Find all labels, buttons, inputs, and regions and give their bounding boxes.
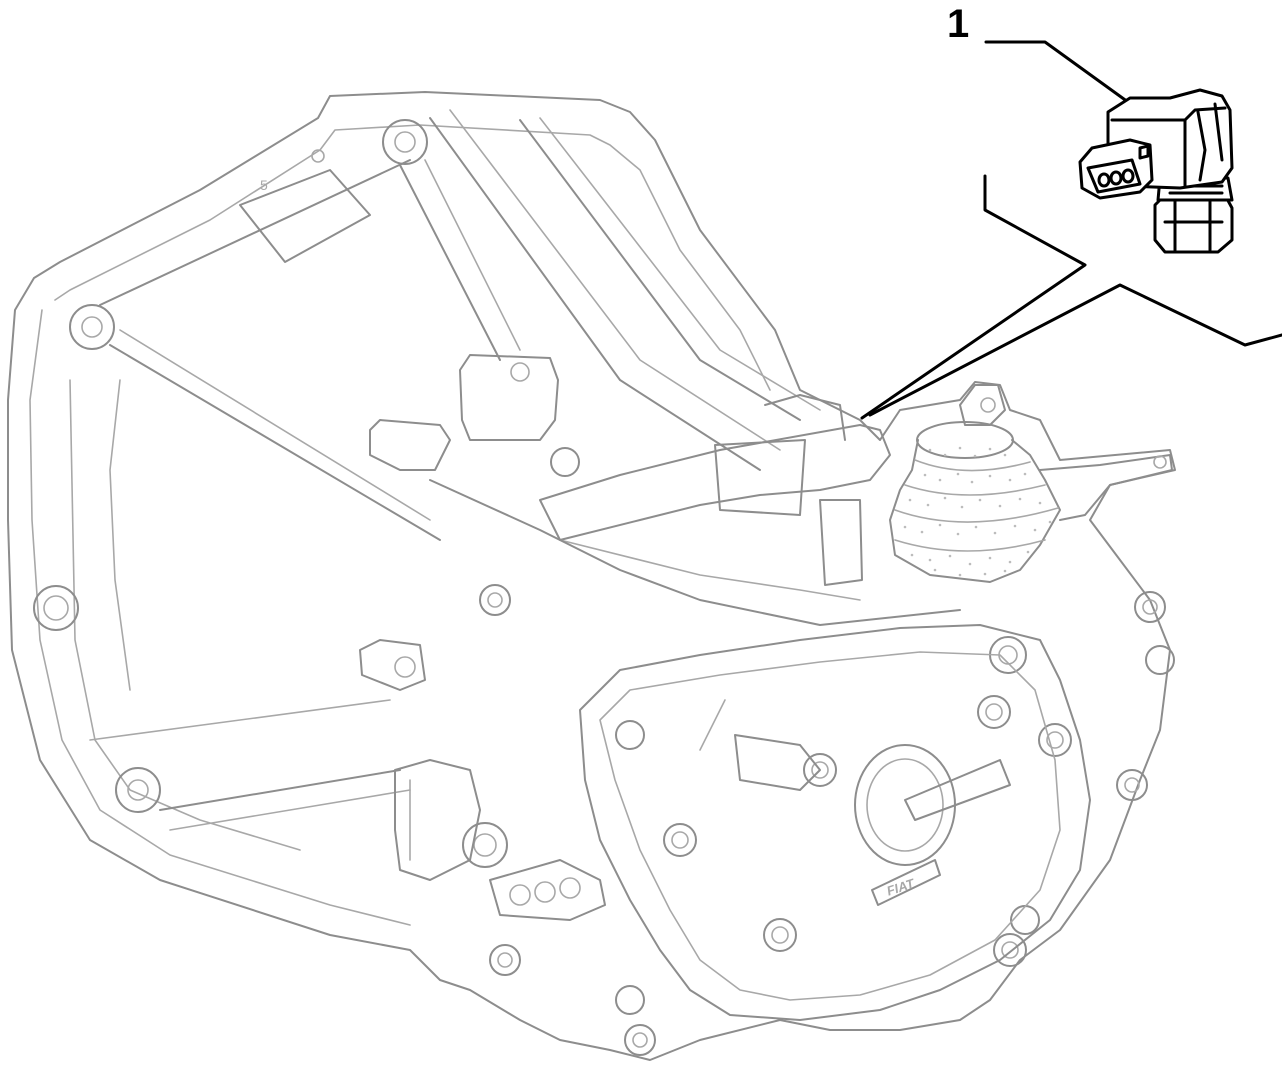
selector-rubber-boot <box>889 384 1173 583</box>
svg-text:5: 5 <box>260 177 268 193</box>
callout-label-1: 1 <box>947 2 970 46</box>
part-1-sensor-switch <box>1078 88 1234 254</box>
manufacturer-emblem: FIAT <box>871 859 941 906</box>
leader-lines <box>860 40 1282 420</box>
emblem-text: FIAT <box>885 875 917 898</box>
gearbox-housing: 5 <box>7 91 1176 1061</box>
